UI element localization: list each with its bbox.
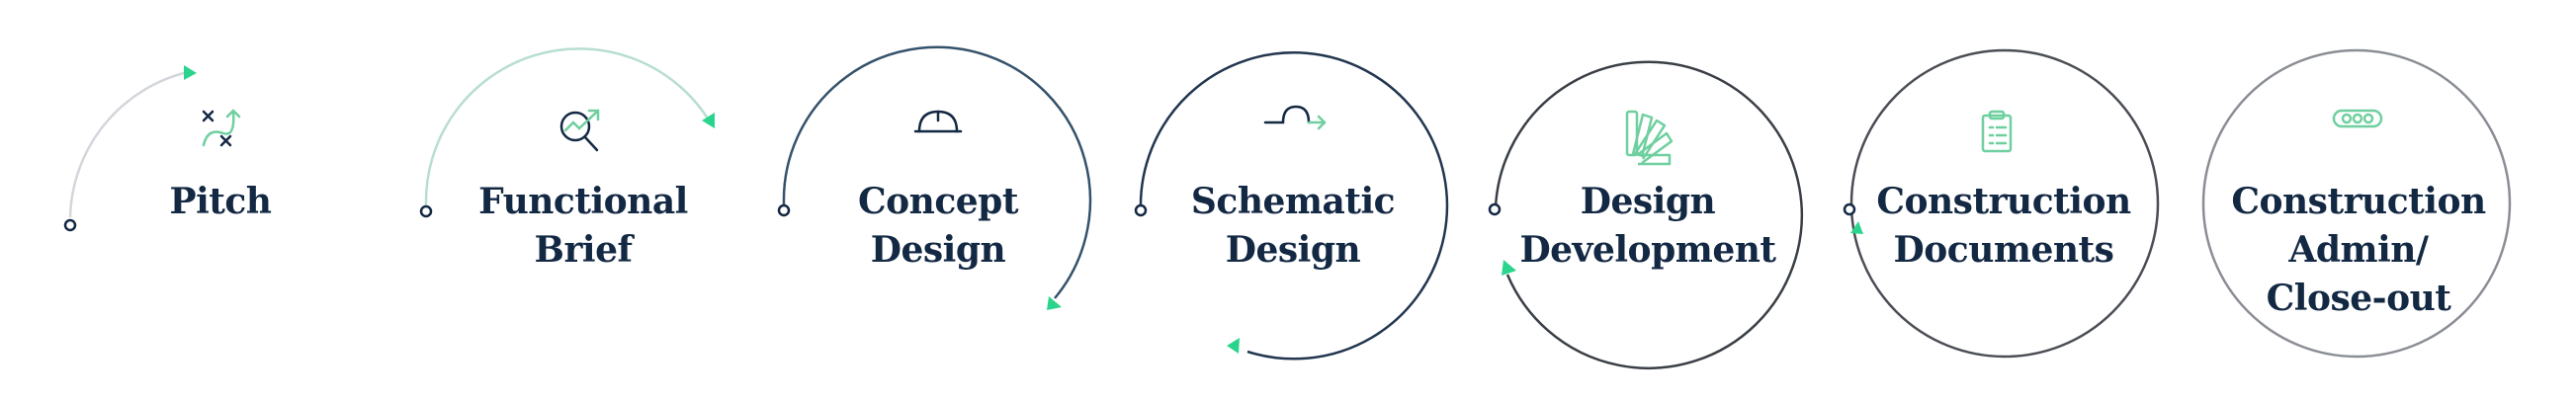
start-dot — [777, 203, 791, 217]
stage-schematic-design — [1134, 51, 1449, 361]
progress-arc — [424, 47, 710, 206]
stage-construction-documents — [1843, 48, 2160, 359]
start-dot — [419, 204, 433, 218]
stage-label-pitch: Pitch — [72, 178, 369, 226]
label-line: Design — [1580, 181, 1716, 222]
ellipsis-pill-icon — [2332, 109, 2383, 128]
stage-concept-design — [777, 45, 1092, 310]
stage-label-design-development: Design Development — [1500, 178, 1796, 275]
arrow-head — [1850, 221, 1863, 234]
label-line: Construction — [2231, 181, 2486, 222]
progress-arc — [1494, 60, 1804, 369]
arrow-head — [1502, 260, 1516, 276]
arrow-head — [184, 65, 197, 80]
stage-label-schematic-design: Schematic Design — [1145, 178, 1441, 275]
label-line: Design — [870, 229, 1006, 271]
progress-arc — [68, 70, 189, 218]
label-line: Functional — [478, 181, 688, 222]
label-line: Development — [1519, 229, 1776, 271]
arrow-head — [1047, 296, 1062, 310]
label-line: Design — [1225, 229, 1361, 271]
progress-arc — [1139, 51, 1449, 361]
label-line: Admin/ — [2288, 229, 2429, 271]
stage-label-construction-documents: Construction Documents — [1855, 178, 2152, 275]
stage-functional-brief — [419, 47, 715, 218]
arrow-head — [1227, 338, 1240, 354]
label-line: Construction — [1876, 181, 2131, 222]
stage-design-development — [1488, 60, 1804, 369]
progress-ring — [1849, 48, 2160, 359]
label-line: Brief — [534, 229, 633, 271]
stage-pitch — [63, 65, 241, 232]
stage-label-construction-admin: Construction Admin/ Close-out — [2210, 178, 2507, 323]
arrow-head — [702, 113, 715, 128]
path-arrow-icon — [1263, 105, 1327, 130]
progress-ring — [2201, 48, 2512, 359]
hard-hat-icon — [913, 110, 963, 133]
clipboard-icon — [1981, 110, 2013, 153]
start-dot — [63, 218, 77, 232]
label-line: Pitch — [169, 181, 272, 222]
start-dot — [1488, 202, 1502, 216]
magnifier-trend-icon — [559, 109, 600, 152]
start-dot — [1843, 202, 1856, 216]
progress-arc — [782, 45, 1092, 299]
stage-label-concept-design: Concept Design — [790, 178, 1086, 275]
label-line: Close-out — [2266, 278, 2451, 319]
stage-label-functional-brief: Functional Brief — [435, 178, 731, 275]
start-dot — [1134, 203, 1148, 217]
label-line: Concept — [858, 181, 1018, 222]
label-line: Documents — [1893, 229, 2114, 271]
strategy-play-icon — [202, 109, 241, 147]
stage-construction-admin — [2201, 48, 2512, 359]
label-line: Schematic — [1190, 181, 1396, 222]
swatch-fan-icon — [1625, 110, 1674, 166]
